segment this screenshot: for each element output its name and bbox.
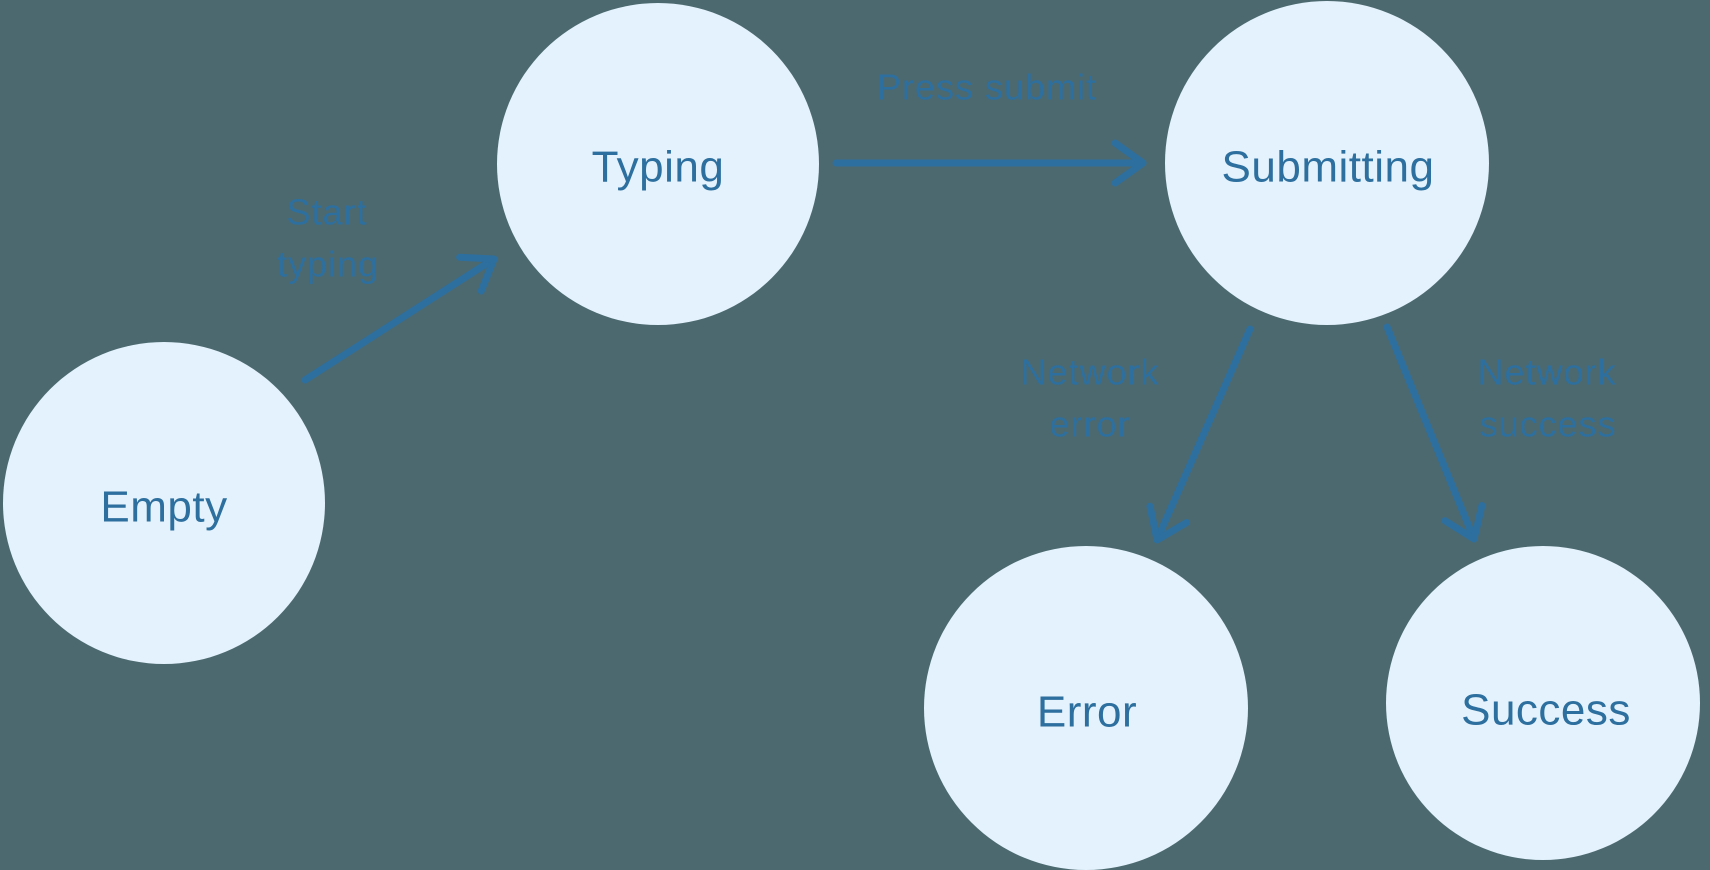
- edge-network-success-arrowhead-icon: [1441, 502, 1486, 543]
- node-success: Success: [1386, 546, 1700, 860]
- edge-press-submit-arrowhead-icon: [1111, 139, 1147, 187]
- node-submitting-label: Submitting: [1222, 143, 1435, 192]
- node-success-label: Success: [1461, 686, 1631, 735]
- edge-network-error-line: [1155, 325, 1254, 539]
- edge-press-submit-label: Press submit: [877, 67, 1097, 108]
- edge-press-submit: Press submit: [832, 67, 1147, 187]
- node-typing-label: Typing: [592, 143, 725, 192]
- edge-start-typing-label-line1: Start: [286, 192, 367, 233]
- node-typing: Typing: [497, 3, 819, 325]
- node-empty: Empty: [3, 342, 325, 664]
- edge-start-typing-label-line2: typing: [277, 244, 379, 285]
- edge-network-success-label-line1: Network: [1477, 352, 1616, 393]
- edge-network-success-line: [1383, 323, 1476, 538]
- node-success-circle: [1386, 546, 1700, 860]
- node-submitting: Submitting: [1165, 1, 1489, 325]
- edge-start-typing: Start typing: [277, 192, 498, 384]
- node-error: Error: [924, 546, 1248, 870]
- node-typing-circle: [497, 3, 819, 325]
- edge-network-error-label-line1: Network: [1020, 352, 1159, 393]
- node-empty-circle: [3, 342, 325, 664]
- edge-network-success-label-line2: success: [1479, 404, 1616, 445]
- edge-start-typing-arrowhead-icon: [456, 253, 498, 295]
- node-error-circle: [924, 546, 1248, 870]
- node-empty-label: Empty: [100, 483, 227, 532]
- edge-network-error-label-line2: error: [1049, 404, 1130, 445]
- edge-start-typing-line: [301, 258, 493, 384]
- edge-network-error-arrowhead-icon: [1146, 502, 1191, 544]
- edge-network-success: Network success: [1383, 323, 1616, 543]
- node-error-label: Error: [1037, 688, 1137, 737]
- edge-network-error: Network error: [1020, 325, 1254, 544]
- node-submitting-circle: [1165, 1, 1489, 325]
